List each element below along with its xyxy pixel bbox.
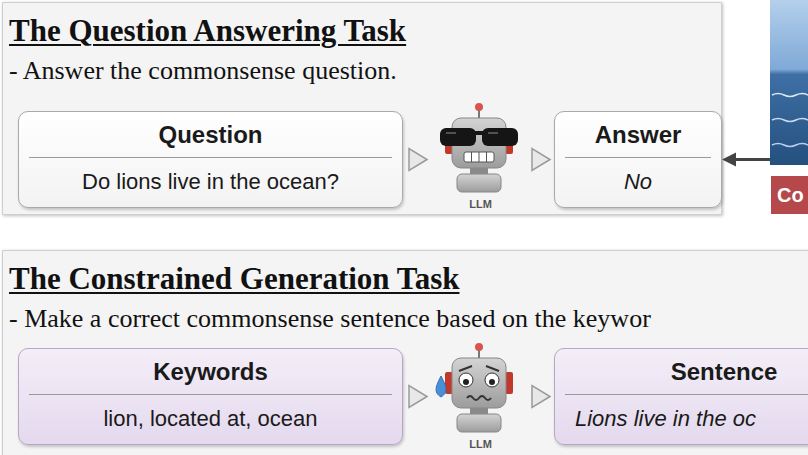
flow-arrow — [722, 153, 770, 167]
flow-arrow — [409, 149, 427, 171]
sunglasses-lens — [440, 128, 476, 146]
panel-subtitle: - Answer the commonsense question. — [9, 56, 721, 86]
robot-brow — [486, 366, 499, 371]
io-box: SentenceLions live in the oc — [554, 348, 808, 445]
robot-ear — [505, 372, 513, 394]
image-thumbnail: Co — [770, 0, 808, 215]
robot-ear — [505, 132, 513, 154]
wave — [772, 144, 808, 147]
box-header: Question — [29, 112, 392, 158]
box-body: Do lions live in the ocean? — [19, 158, 402, 207]
box-body: No — [555, 158, 721, 207]
robot-neck — [470, 168, 488, 174]
ocean-photo — [770, 0, 808, 165]
robot-mouth — [467, 396, 491, 400]
robot-body — [457, 414, 501, 432]
flow-arrow — [409, 386, 427, 408]
io-box: QuestionDo lions live in the ocean? — [18, 111, 403, 208]
lens-glint — [488, 132, 498, 134]
llm-robot: LLM — [433, 341, 528, 451]
wave — [772, 119, 808, 122]
mouth-grid — [472, 152, 487, 162]
robot-neck — [470, 408, 488, 414]
panel-title: The Question Answering Task — [9, 12, 721, 50]
box-header: Answer — [565, 112, 711, 158]
box-body: Lions live in the oc — [555, 395, 808, 444]
panel-subtitle: - Make a correct commonsense sentence ba… — [9, 304, 808, 334]
robot-brow — [459, 366, 472, 371]
robot-label: LLM — [469, 437, 492, 451]
robot-mouth — [464, 152, 494, 162]
box-body: lion, located at, ocean — [19, 395, 402, 444]
robot-body — [457, 174, 501, 192]
flow-arrow — [409, 149, 427, 171]
io-box: AnswerNo — [554, 111, 722, 208]
robot-pupil — [489, 379, 495, 385]
photo-area — [770, 0, 808, 165]
io-box: Keywordslion, located at, ocean — [18, 348, 403, 445]
flow-arrow — [722, 153, 736, 167]
image-tag: Co — [770, 175, 808, 215]
sunglasses-bridge — [474, 131, 484, 135]
robot-ear — [445, 372, 453, 394]
flow-arrow — [532, 149, 550, 171]
robot-head — [452, 358, 506, 408]
robot-head — [452, 118, 506, 168]
robot-ear — [445, 132, 453, 154]
robot-antenna — [478, 350, 480, 358]
robot-label: LLM — [469, 197, 492, 211]
robot-antenna-tip — [475, 343, 483, 351]
box-header: Keywords — [29, 349, 392, 395]
robot-eye — [485, 373, 499, 387]
box-header: Sentence — [565, 349, 808, 395]
flow-arrow — [532, 386, 550, 408]
robot-cool — [440, 103, 518, 192]
robot-worried — [436, 343, 513, 432]
task-panel: The Question Answering Task - Answer the … — [2, 2, 722, 215]
flow-arrow — [734, 158, 770, 161]
llm-robot: LLM — [433, 101, 528, 211]
flow-arrow — [409, 386, 427, 408]
panel-title: The Constrained Generation Task — [9, 260, 808, 298]
sweat-drop — [436, 376, 446, 397]
flow-arrow — [532, 149, 550, 171]
robot-antenna — [478, 110, 480, 118]
robot-pupil — [463, 379, 469, 385]
robot-eye — [459, 373, 473, 387]
wave — [772, 94, 808, 97]
robot-antenna-tip — [475, 103, 483, 111]
flow-arrow — [532, 386, 550, 408]
lens-glint — [446, 132, 456, 134]
sunglasses-lens — [482, 128, 518, 146]
task-panel: The Constrained Generation Task - Make a … — [2, 250, 808, 455]
